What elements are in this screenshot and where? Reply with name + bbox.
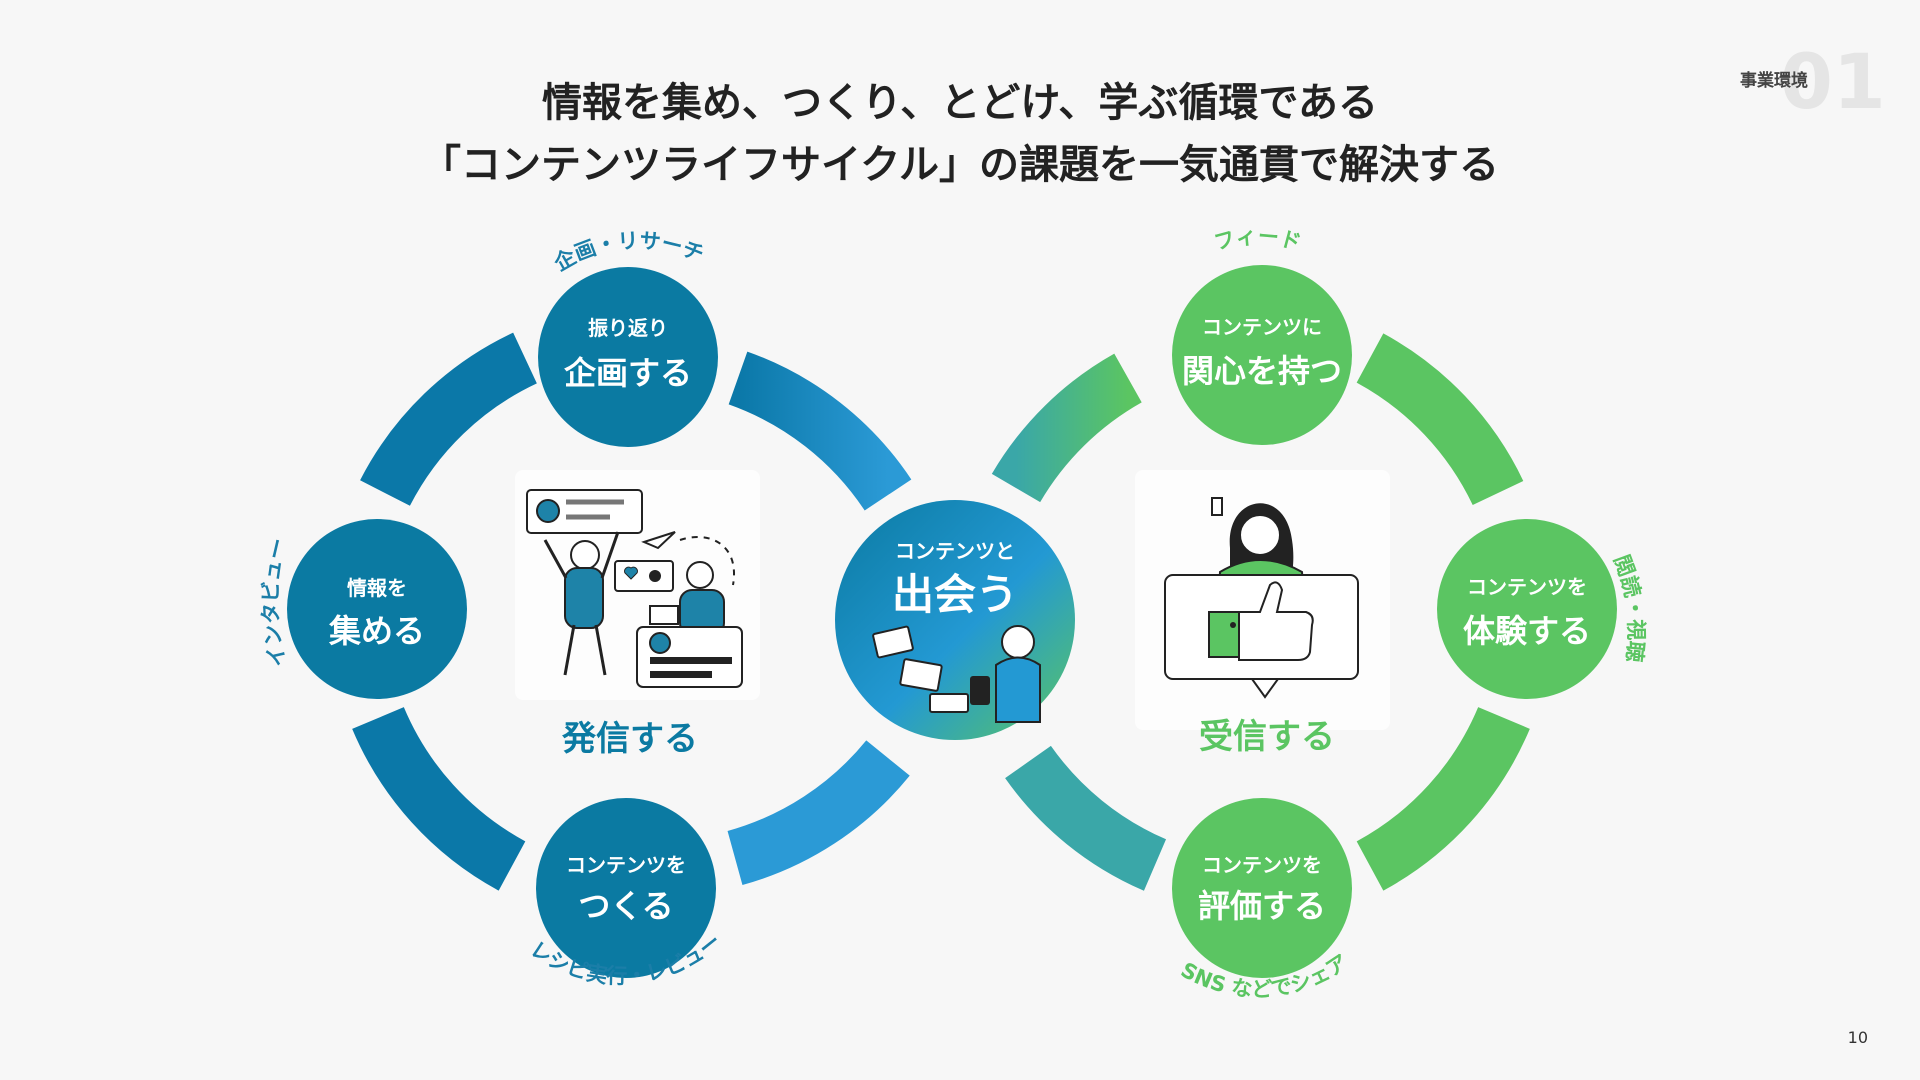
- right-thumbs-up-icon: [1238, 581, 1314, 661]
- right-top-right-arc: [1356, 333, 1524, 506]
- left-reaction-card: [614, 560, 674, 592]
- node-create-big-label: つくる: [578, 887, 673, 925]
- left-laptop-icon: [649, 605, 679, 625]
- node-interest-circle: [1172, 265, 1352, 445]
- left-loop-label: 発信する: [562, 719, 698, 759]
- left-illustration: [515, 470, 760, 700]
- node-meet-small-label: コンテンツと: [895, 539, 1015, 563]
- node-plan-small-label: 振り返り: [588, 316, 668, 340]
- node-experience: コンテンツを 体験する: [1437, 519, 1617, 699]
- right-raised-hand: [1211, 497, 1223, 516]
- arc-label-collect: インタビュー: [258, 536, 290, 669]
- node-evaluate-circle: [1172, 798, 1352, 978]
- right-thumb-sleeve: [1208, 611, 1240, 658]
- left-dot-icon: [649, 570, 661, 582]
- node-interest-big-label: 関心を持つ: [1182, 352, 1342, 390]
- node-create-circle: [536, 798, 716, 978]
- center-phone-icon: [970, 676, 990, 705]
- right-illustration: [1135, 470, 1390, 730]
- left-person-leg-1a: [563, 624, 576, 676]
- node-evaluate-big-label: 評価する: [1198, 887, 1326, 925]
- right-bottom-right-arc: [1356, 706, 1530, 891]
- left-dashed-path: [679, 536, 736, 586]
- node-plan-circle: [538, 267, 718, 447]
- right-bottom-left-arc: [1005, 745, 1167, 891]
- node-collect-circle: [287, 519, 467, 699]
- node-experience-circle: [1437, 519, 1617, 699]
- right-loop-segments: [991, 333, 1530, 891]
- arc-label-feed: フィード: [1211, 224, 1303, 255]
- node-plan: 振り返り 企画する: [538, 267, 718, 447]
- page-title-line2: 「コンテンツライフサイクル」の課題を一気通貫で解決する: [421, 142, 1499, 188]
- right-thumb-dot: [1230, 622, 1236, 628]
- node-evaluate: コンテンツを 評価する: [1172, 798, 1352, 978]
- left-top-left-arc: [360, 332, 538, 507]
- center-card-icon-1: [872, 625, 914, 659]
- page-number: 10: [1848, 1028, 1868, 1047]
- left-bottom-left-arc: [352, 706, 526, 891]
- section-badge: 01 事業環境: [1740, 37, 1886, 126]
- node-collect: 情報を 集める: [287, 519, 467, 699]
- left-person-head-2: [686, 561, 714, 589]
- left-profile-bar-2: [650, 671, 712, 678]
- right-loop-label: 受信する: [1199, 717, 1335, 757]
- left-profile-icon-bottom: [649, 632, 671, 654]
- node-experience-small-label: コンテンツを: [1467, 575, 1587, 599]
- node-experience-big-label: 体験する: [1463, 612, 1591, 650]
- page-title-line1: 情報を集め、つくり、とどけ、学ぶ循環である: [542, 80, 1378, 126]
- left-person-leg-1b: [594, 624, 607, 676]
- node-evaluate-small-label: コンテンツを: [1202, 853, 1322, 877]
- node-meet: コンテンツと 出会う: [835, 500, 1075, 740]
- left-person-head-1: [570, 540, 600, 570]
- left-person-arm-1a: [543, 539, 568, 579]
- node-collect-small-label: 情報を: [347, 576, 407, 600]
- center-person-head: [1001, 625, 1035, 659]
- right-person-face: [1239, 514, 1281, 556]
- arc-label-feed-path: フィード: [1211, 224, 1303, 255]
- node-create-small-label: コンテンツを: [566, 853, 686, 877]
- right-top-left-arc: [991, 353, 1143, 503]
- node-collect-big-label: 集める: [328, 612, 425, 650]
- center-laptop-icon: [929, 693, 969, 713]
- left-person-body-1: [564, 567, 604, 629]
- node-create: コンテンツを つくる: [536, 798, 716, 978]
- left-bottom-right-arc: [727, 739, 910, 885]
- node-interest: コンテンツに 関心を持つ: [1172, 265, 1352, 445]
- left-send-icon: [641, 531, 676, 550]
- left-top-right-arc: [728, 351, 912, 511]
- left-heart-icon: [624, 566, 638, 580]
- section-label: 事業環境: [1740, 70, 1808, 91]
- right-card-pointer: [1250, 678, 1280, 699]
- left-person-arm-1b: [600, 531, 620, 579]
- node-meet-big-label: 出会う: [892, 570, 1018, 619]
- section-number: 01: [1780, 37, 1886, 126]
- node-plan-big-label: 企画する: [564, 354, 692, 392]
- left-loop-segments: [352, 332, 912, 891]
- node-interest-small-label: コンテンツに: [1202, 315, 1322, 339]
- arc-label-collect-path: インタビュー: [258, 536, 290, 669]
- left-profile-bar-1: [650, 657, 732, 664]
- center-card-icon-2: [899, 658, 943, 692]
- left-profile-icon-top: [536, 499, 560, 523]
- center-person-body: [995, 656, 1041, 723]
